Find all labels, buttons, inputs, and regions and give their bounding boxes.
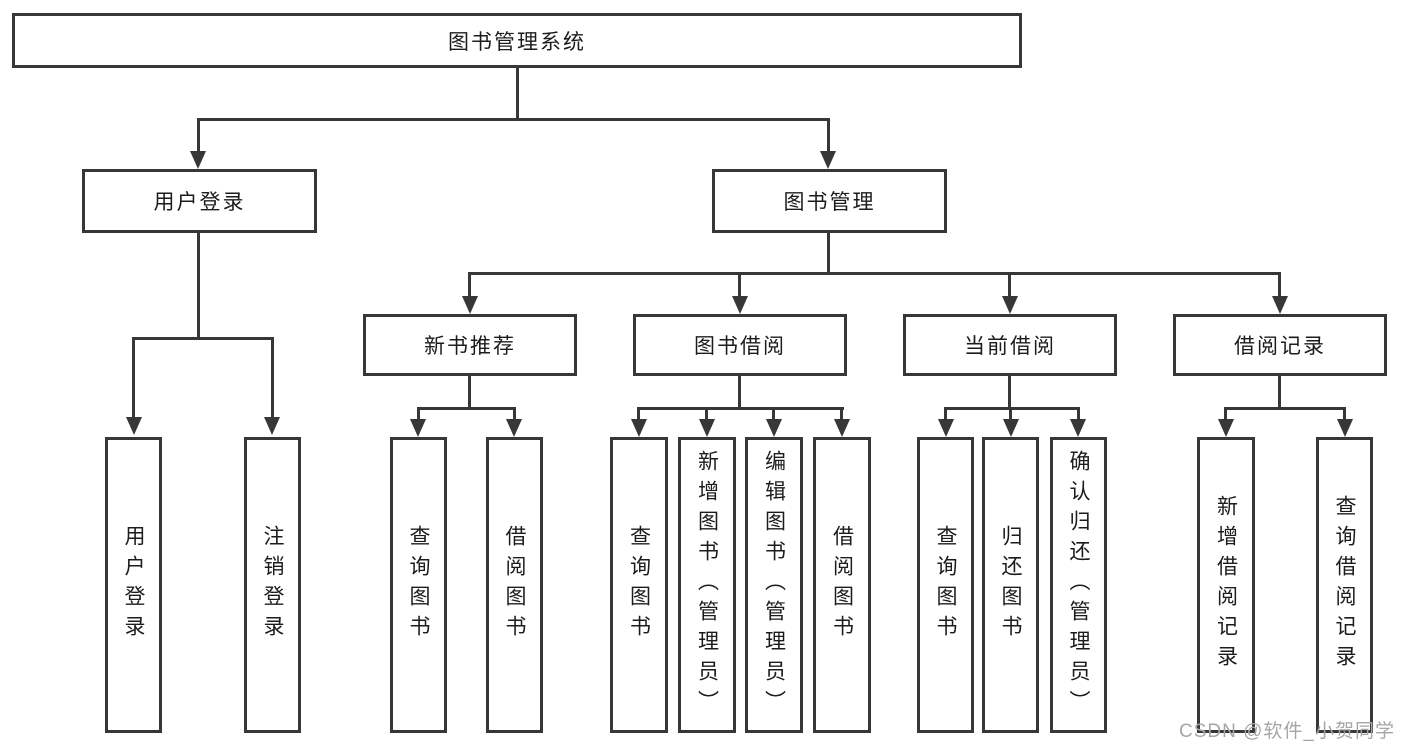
edge-line (132, 337, 274, 340)
edge-line (468, 376, 471, 407)
node-new-book-recommend: 新书推荐 (363, 314, 577, 376)
arrowhead (1003, 419, 1019, 437)
edge-line (827, 233, 830, 272)
arrowhead (766, 419, 782, 437)
node-user-login-label: 用户登录 (153, 191, 246, 214)
edge-line (840, 407, 843, 421)
node-query-borrow-record-label: 查询借阅记录 (1333, 495, 1356, 675)
arrowhead (1218, 419, 1234, 437)
arrowhead (462, 296, 478, 314)
node-book-borrowing: 图书借阅 (633, 314, 847, 376)
arrowhead (506, 419, 522, 437)
node-user-login-func: 用户登录 (105, 437, 162, 733)
node-borrow-books-recommend-label: 借阅图书 (503, 525, 526, 645)
edge-line (468, 272, 471, 298)
node-new-book-recommend-label: 新书推荐 (424, 335, 516, 358)
arrowhead (938, 419, 954, 437)
arrowhead (1337, 419, 1353, 437)
edge-line (417, 407, 516, 410)
edge-line (944, 407, 1080, 410)
edge-line (1008, 376, 1011, 407)
edge-line (197, 118, 200, 153)
node-user-login: 用户登录 (82, 169, 317, 233)
node-borrow-books-label: 借阅图书 (830, 525, 854, 645)
edge-line (1343, 407, 1346, 421)
node-logout-func: 注销登录 (244, 437, 301, 733)
edge-line (417, 407, 420, 421)
node-borrow-books: 借阅图书 (813, 437, 871, 733)
edge-line (468, 272, 1281, 275)
arrowhead (1070, 419, 1086, 437)
edge-line (516, 68, 519, 118)
arrowhead (190, 151, 206, 169)
edge-line (1009, 407, 1012, 421)
node-book-management: 图书管理 (712, 169, 947, 233)
edge-line (1278, 376, 1281, 407)
node-query-books-current: 查询图书 (917, 437, 974, 733)
node-query-books-borrowing: 查询图书 (610, 437, 668, 733)
csdn-watermark: CSDN @软件_小贺同学 (1179, 721, 1395, 742)
edge-line (637, 407, 640, 421)
node-logout-func-label: 注销登录 (261, 525, 284, 645)
node-borrowing-records: 借阅记录 (1173, 314, 1387, 376)
edge-line (738, 272, 741, 298)
node-borrowing-records-label: 借阅记录 (1234, 335, 1326, 358)
edge-line (772, 407, 775, 421)
arrowhead (732, 296, 748, 314)
edge-line (944, 407, 947, 421)
edge-line (271, 337, 274, 419)
node-root: 图书管理系统 (12, 13, 1022, 68)
edge-line (1008, 272, 1011, 298)
arrowhead (834, 419, 850, 437)
node-book-management-label: 图书管理 (783, 191, 876, 214)
node-current-borrowing: 当前借阅 (903, 314, 1117, 376)
node-edit-books-admin: 编辑图书（管理员） (745, 437, 803, 733)
node-confirm-return-admin-label: 确认归还（管理员） (1067, 450, 1090, 720)
node-add-books-admin-label: 新增图书（管理员） (695, 450, 719, 720)
node-return-books: 归还图书 (982, 437, 1039, 733)
edge-line (1224, 407, 1346, 410)
node-borrow-books-recommend: 借阅图书 (486, 437, 543, 733)
edge-line (513, 407, 516, 421)
node-user-login-func-label: 用户登录 (122, 525, 145, 645)
edge-line (738, 376, 741, 407)
node-query-books-borrowing-label: 查询图书 (627, 525, 651, 645)
edge-line (637, 407, 844, 410)
edge-line (1077, 407, 1080, 421)
node-confirm-return-admin: 确认归还（管理员） (1050, 437, 1107, 733)
node-query-books-recommend-label: 查询图书 (407, 525, 430, 645)
arrowhead (264, 417, 280, 435)
node-book-borrowing-label: 图书借阅 (694, 335, 786, 358)
edge-line (1224, 407, 1227, 421)
arrowhead (699, 419, 715, 437)
arrowhead (1002, 296, 1018, 314)
edge-line (197, 118, 830, 121)
edge-line (827, 118, 830, 153)
node-add-borrow-record-label: 新增借阅记录 (1214, 495, 1238, 675)
arrowhead (1272, 296, 1288, 314)
node-return-books-label: 归还图书 (999, 525, 1022, 645)
node-root-label: 图书管理系统 (448, 30, 586, 54)
node-add-books-admin: 新增图书（管理员） (678, 437, 736, 733)
node-query-books-recommend: 查询图书 (390, 437, 447, 733)
node-current-borrowing-label: 当前借阅 (964, 335, 1056, 358)
node-edit-books-admin-label: 编辑图书（管理员） (762, 450, 786, 720)
edge-line (705, 407, 708, 421)
edge-line (197, 233, 200, 337)
node-add-borrow-record: 新增借阅记录 (1197, 437, 1255, 733)
node-query-borrow-record: 查询借阅记录 (1316, 437, 1373, 733)
edge-line (132, 337, 135, 419)
node-query-books-current-label: 查询图书 (934, 525, 957, 645)
arrowhead (126, 417, 142, 435)
arrowhead (631, 419, 647, 437)
arrowhead (410, 419, 426, 437)
edge-line (1278, 272, 1281, 298)
arrowhead (820, 151, 836, 169)
